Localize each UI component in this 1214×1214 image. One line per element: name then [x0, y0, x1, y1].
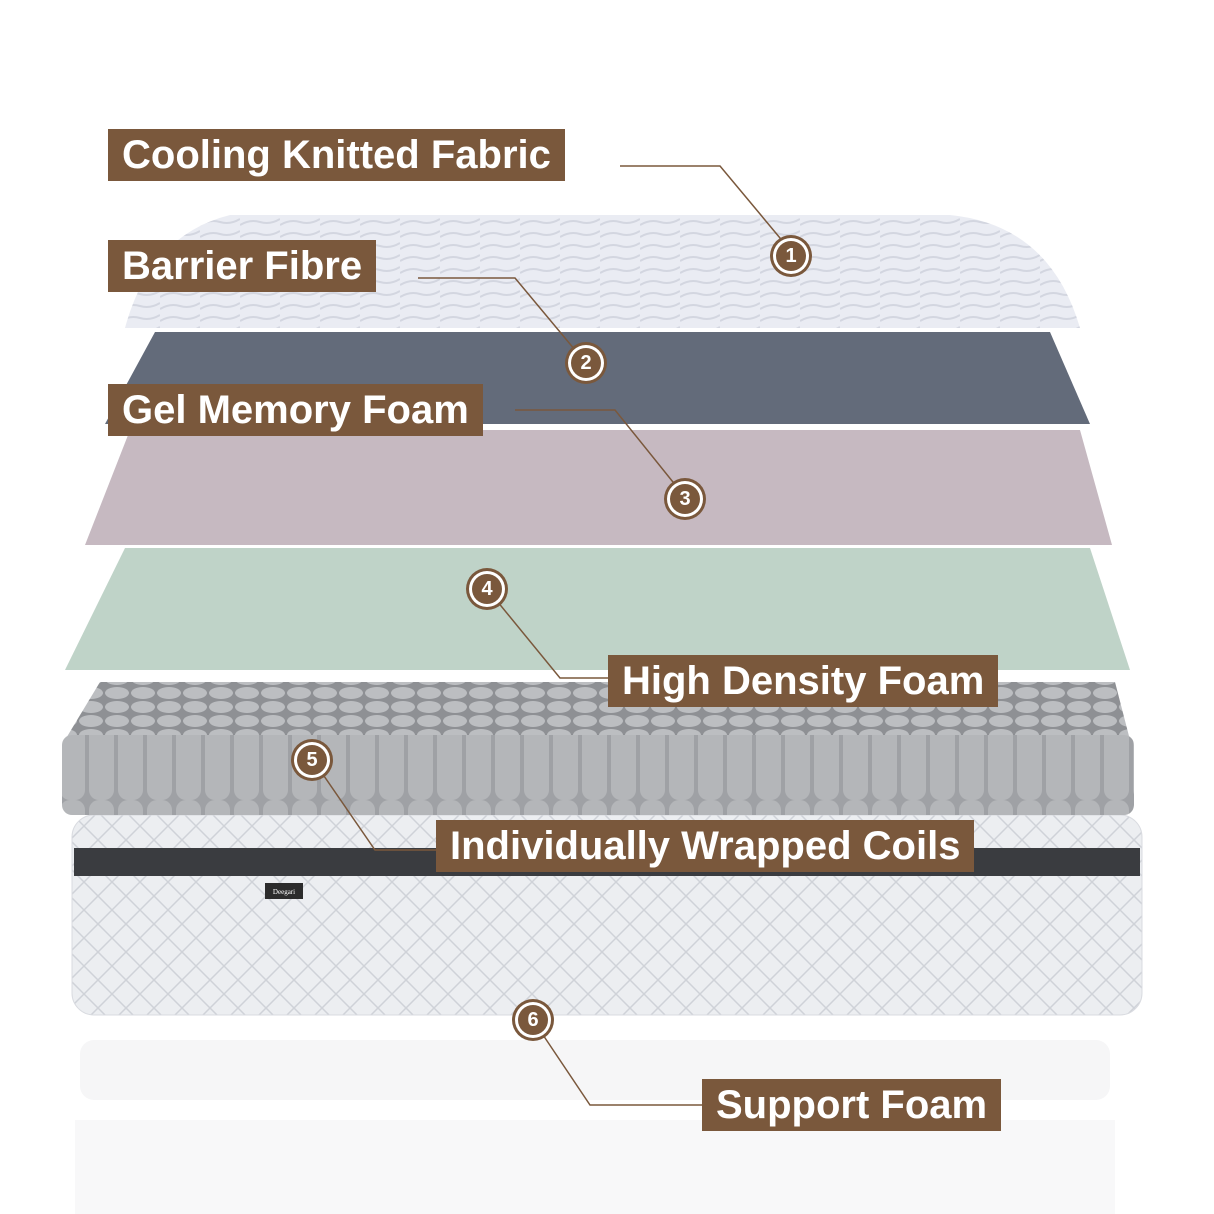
badge-1: 1	[776, 241, 806, 271]
badge-5: 5	[297, 745, 327, 775]
badge-6: 6	[518, 1005, 548, 1035]
svg-text:Deegari: Deegari	[273, 888, 295, 896]
label-high-density-foam: High Density Foam	[608, 655, 999, 707]
gel-memory-foam-layer	[85, 430, 1112, 545]
coils-layer	[62, 735, 1134, 815]
badge-4: 4	[472, 574, 502, 604]
badge-2: 2	[571, 348, 601, 378]
badge-3: 3	[670, 484, 700, 514]
label-support-foam: Support Foam	[702, 1079, 1002, 1131]
brand-tag	[265, 883, 303, 899]
label-gel-memory-foam: Gel Memory Foam	[108, 384, 483, 436]
label-cooling-knitted-fabric: Cooling Knitted Fabric	[108, 129, 565, 181]
label-individually-wrapped-coils: Individually Wrapped Coils	[436, 820, 975, 872]
high-density-foam-layer	[65, 548, 1130, 670]
label-barrier-fibre: Barrier Fibre	[108, 240, 377, 292]
